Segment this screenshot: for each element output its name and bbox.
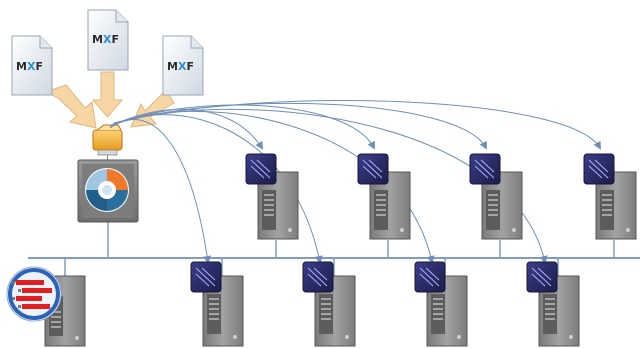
management-server — [6, 266, 86, 347]
upper-server-4 — [583, 153, 637, 240]
ingest-arrows — [44, 71, 175, 129]
mxf-file-icon-right: MXF — [162, 35, 204, 96]
mxf-label-center: MXF — [92, 33, 119, 46]
lower-server-4 — [526, 261, 580, 347]
lower-server-2 — [302, 261, 356, 347]
upper-server-1 — [245, 153, 299, 240]
central-hub-server — [77, 159, 139, 223]
mxf-file-icon-center: MXF — [87, 9, 129, 71]
lower-server-1 — [190, 261, 244, 347]
hub-logo-icon — [85, 168, 129, 212]
folder-icon — [92, 124, 123, 160]
upper-server-3 — [469, 153, 523, 240]
monitoring-icon — [6, 266, 62, 322]
mxf-label-left: MXF — [16, 60, 43, 73]
distribution-links — [109, 100, 601, 264]
upper-server-2 — [357, 153, 411, 240]
lower-server-3 — [414, 261, 468, 347]
mxf-label-right: MXF — [167, 60, 194, 73]
mxf-file-icon-left: MXF — [11, 35, 53, 96]
